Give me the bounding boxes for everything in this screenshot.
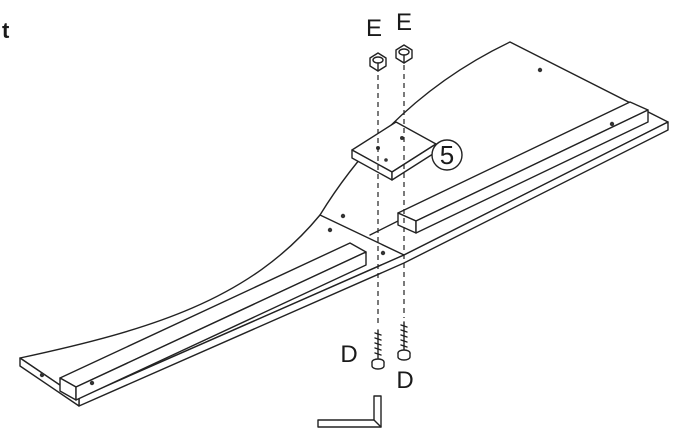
left-rail [59, 242, 367, 401]
hex-nut-icon [369, 52, 387, 72]
part-label-d-right: D [396, 367, 413, 394]
part-label-e-left: E [366, 15, 382, 42]
lag-screw-icon [397, 321, 411, 361]
board-seam-1 [319, 214, 405, 256]
hex-nut-icon [395, 44, 413, 64]
corner-text: t [2, 18, 10, 43]
allen-key-icon [317, 395, 382, 428]
right-rail [397, 101, 649, 234]
step-number: 5 [440, 140, 454, 170]
step-number-circle [431, 139, 463, 171]
lag-screw-icon [371, 329, 385, 370]
mounting-plate-icon [351, 121, 437, 181]
part-label-e-right: E [396, 9, 412, 36]
part-label-d-left: D [340, 341, 357, 368]
